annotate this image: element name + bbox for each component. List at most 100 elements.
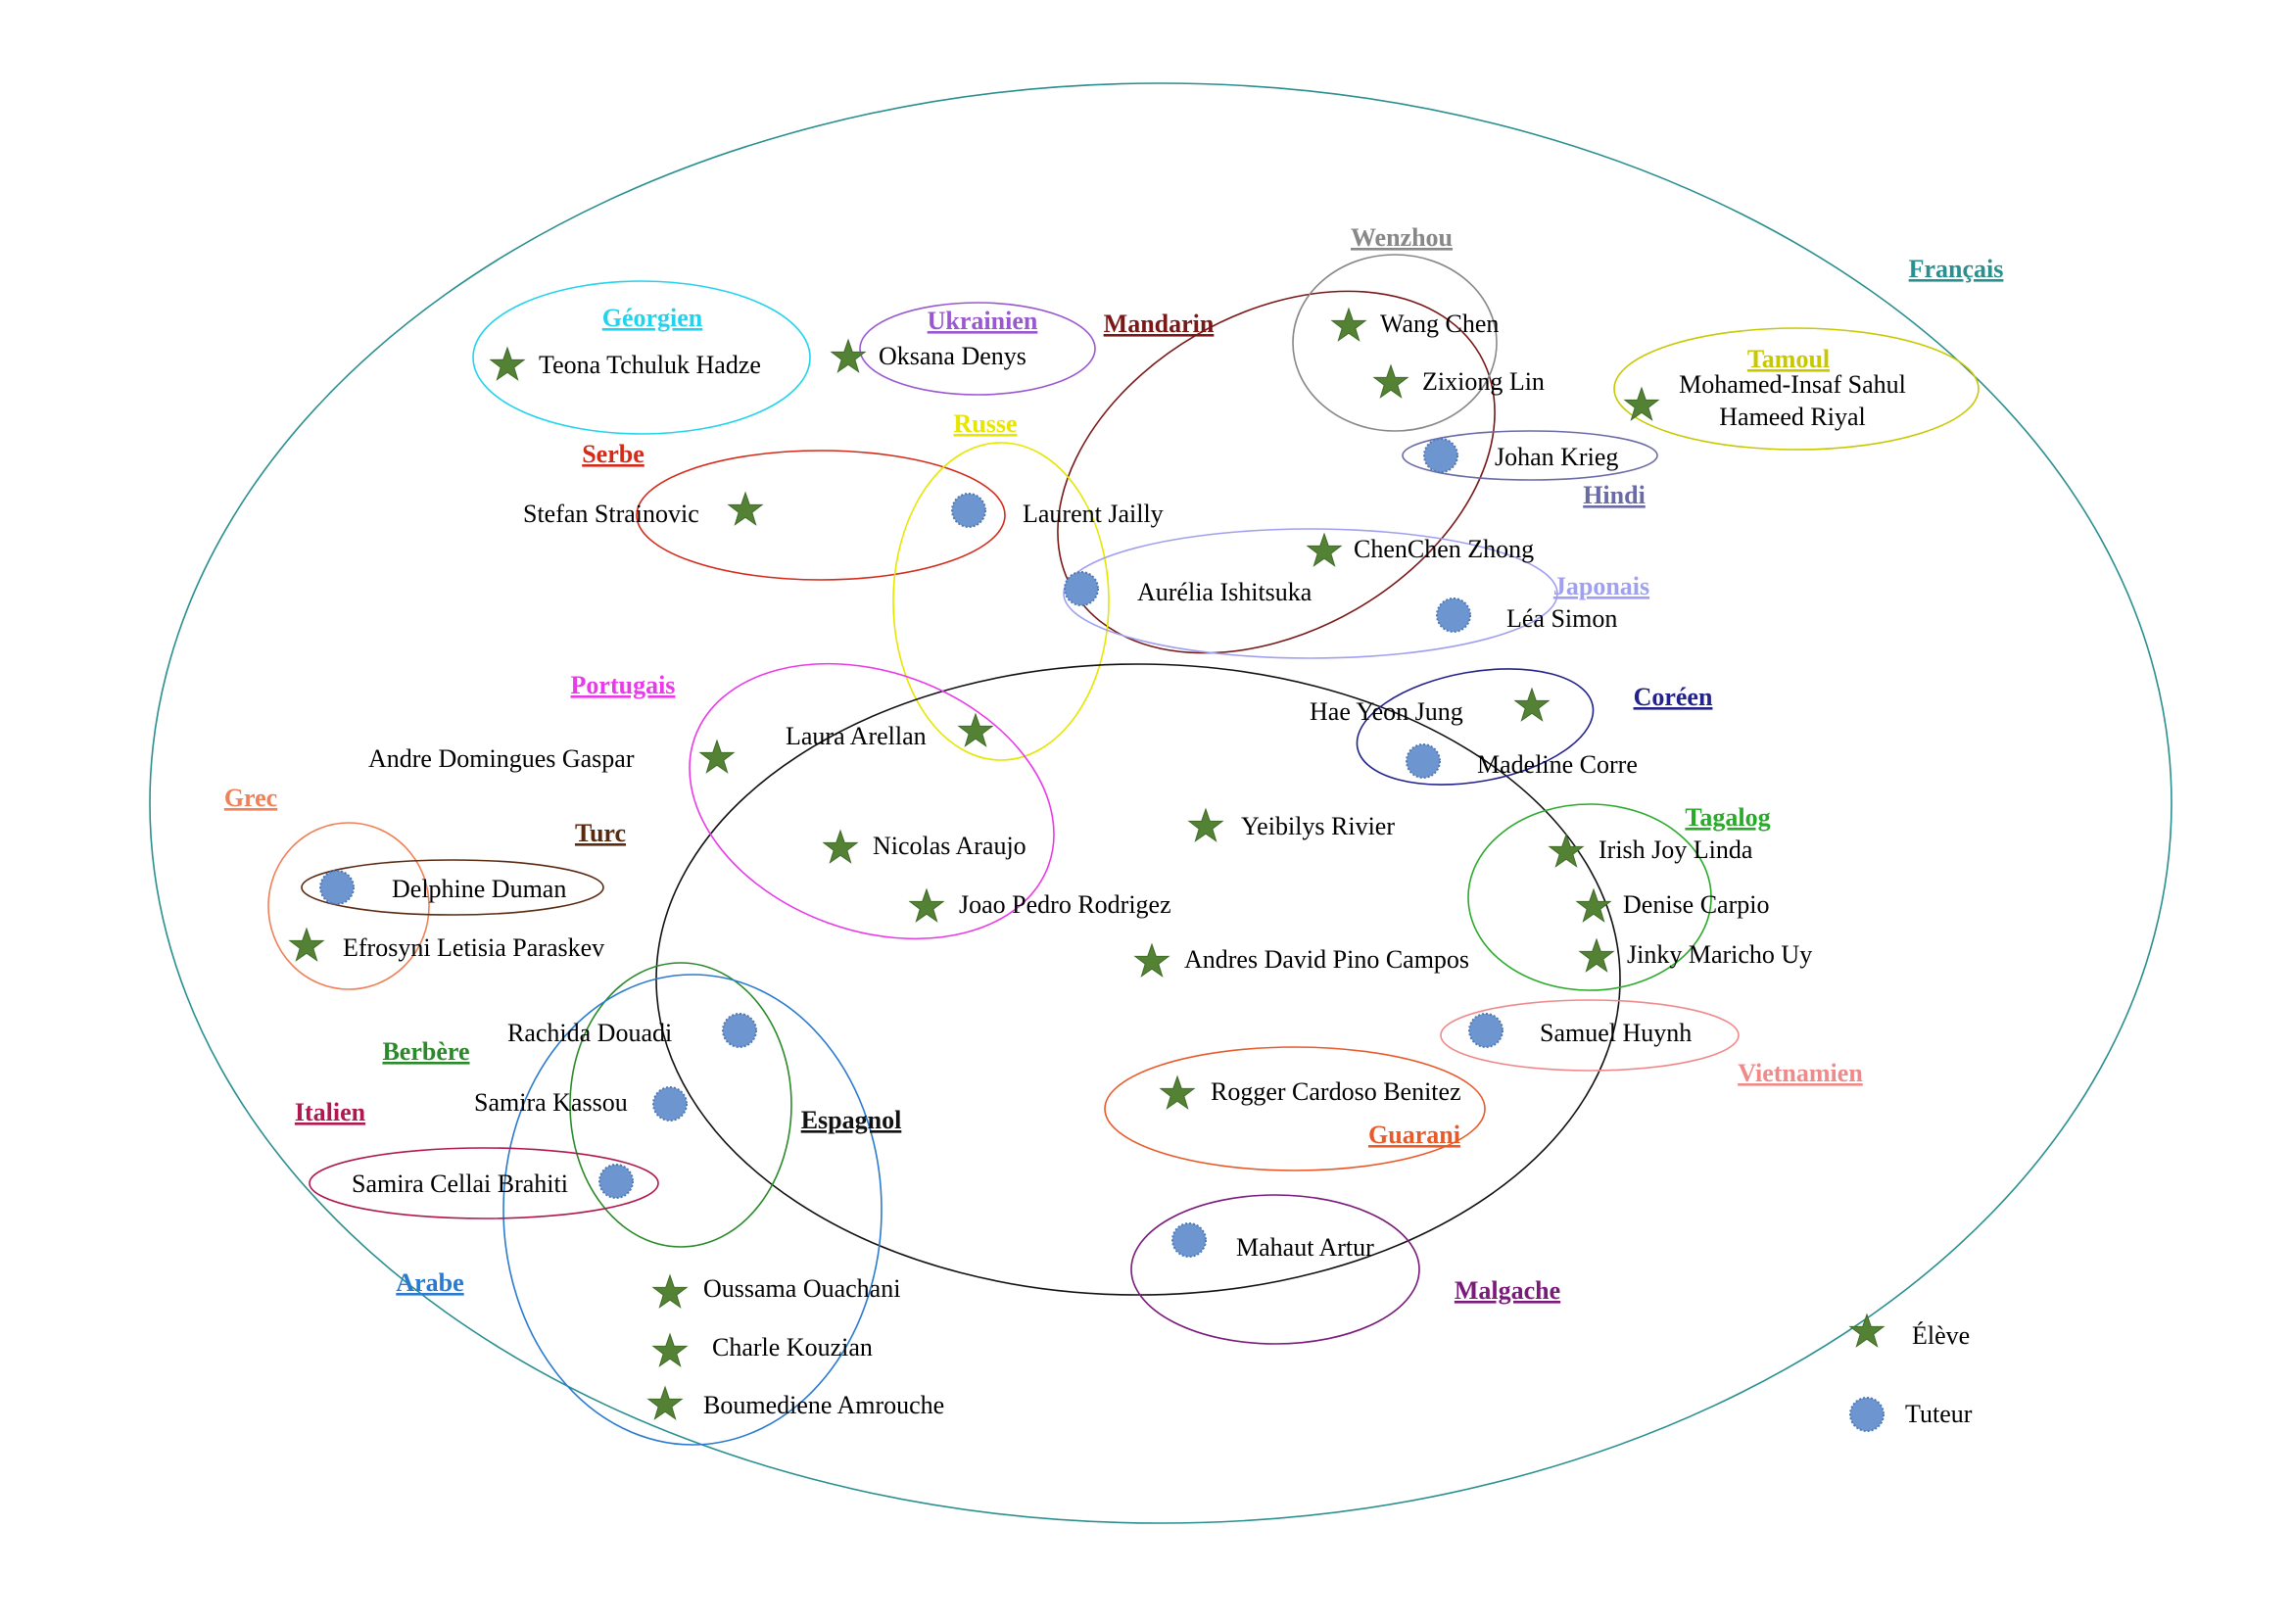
person-name: Zixiong Lin <box>1422 367 1545 396</box>
person-andres-david-pino-campos: Andres David Pino Campos <box>1134 943 1469 978</box>
tuteur-badge-icon <box>1436 597 1471 633</box>
person-name: Hameed Riyal <box>1719 403 1865 431</box>
person-joao-pedro-rodrigez: Joao Pedro Rodrigez <box>909 888 1171 923</box>
person-teona-tchuluk-hadze: Teona Tchuluk Hadze <box>490 347 761 381</box>
eleve-star-icon <box>1849 1314 1885 1348</box>
eleve-star-icon <box>652 1333 688 1367</box>
region-tamoul <box>1613 327 1980 451</box>
eleve-star-icon <box>1549 834 1584 868</box>
person-charle-kouzian: Charle Kouzian <box>652 1333 873 1367</box>
eleve-star-icon <box>490 347 525 381</box>
label-francais: Français <box>1909 255 2004 283</box>
label-serbe: Serbe <box>582 440 644 468</box>
eleve-star-icon <box>909 888 944 923</box>
person-delphine-duman: Delphine Duman <box>319 870 566 905</box>
person-name: Mahaut Artur <box>1236 1233 1374 1262</box>
person-hameed-riyal: Hameed Riyal <box>1719 403 1865 431</box>
person-name: Andre Domingues Gaspar <box>368 744 635 773</box>
person-name: Denise Carpio <box>1623 890 1769 919</box>
person-samuel-huynh: Samuel Huynh <box>1468 1013 1692 1048</box>
eleve-star-icon <box>1373 364 1408 399</box>
person-name: Aurélia Ishitsuka <box>1137 578 1313 606</box>
region-francais <box>149 82 2172 1524</box>
person-name: Rachida Douadi <box>507 1019 672 1047</box>
person-oksana-denys: Oksana Denys <box>831 339 1026 373</box>
person-samira-cellai-brahiti: Samira Cellai Brahiti <box>352 1164 634 1199</box>
eleve-star-icon <box>699 740 735 774</box>
region-guarani <box>1104 1046 1486 1171</box>
person-johan-krieg: Johan Krieg <box>1423 438 1618 473</box>
tuteur-badge-icon <box>1406 743 1441 779</box>
person-name: Samira Kassou <box>474 1088 628 1117</box>
region-vietnamien <box>1440 999 1740 1072</box>
legend-eleve-label: Élève <box>1912 1321 1970 1350</box>
legend-tuteur-label: Tuteur <box>1905 1400 1973 1428</box>
person-mohamed-insaf-sahul: Mohamed-Insaf Sahul <box>1624 370 1906 421</box>
person-mahaut-artur: Mahaut Artur <box>1171 1222 1374 1262</box>
region-coreen <box>1356 668 1595 786</box>
eleve-star-icon <box>1514 688 1550 722</box>
language-regions <box>149 82 2172 1524</box>
tuteur-badge-icon <box>1171 1222 1207 1258</box>
person-stefan-strainovic: Stefan Strainovic <box>523 492 763 528</box>
label-georgien: Géorgien <box>602 304 703 332</box>
label-russe: Russe <box>953 409 1017 438</box>
person-name: Andres David Pino Campos <box>1184 945 1469 974</box>
person-name: Charle Kouzian <box>712 1333 873 1361</box>
tuteur-badge-icon <box>652 1086 688 1122</box>
legend-tuteur: Tuteur <box>1849 1397 1973 1432</box>
person-aurelia-ishitsuka: Aurélia Ishitsuka <box>1064 571 1313 606</box>
eleve-star-icon <box>1188 808 1223 842</box>
people-layer: Teona Tchuluk Hadze Oksana Denys Wang Ch… <box>289 308 1906 1420</box>
eleve-star-icon <box>823 830 858 864</box>
person-name: Oksana Denys <box>879 342 1026 370</box>
person-nicolas-araujo: Nicolas Araujo <box>823 830 1026 864</box>
region-tagalog <box>1467 803 1712 991</box>
label-wenzhou: Wenzhou <box>1351 223 1453 252</box>
label-portugais: Portugais <box>571 671 676 699</box>
person-name: Johan Krieg <box>1495 443 1618 471</box>
region-wenzhou <box>1292 254 1498 432</box>
label-italien: Italien <box>295 1098 366 1126</box>
person-name: Samuel Huynh <box>1540 1019 1692 1047</box>
person-name: Rogger Cardoso Benitez <box>1211 1077 1461 1106</box>
person-yeibilys-rivier: Yeibilys Rivier <box>1188 808 1395 842</box>
person-name: Jinky Maricho Uy <box>1627 940 1812 969</box>
eleve-star-icon <box>647 1386 683 1420</box>
person-andre-domingues-gaspar: Andre Domingues Gaspar <box>368 740 735 774</box>
label-japonais: Japonais <box>1553 572 1649 600</box>
person-name: Oussama Ouachani <box>703 1274 900 1303</box>
person-chenchen-zhong: ChenChen Zhong <box>1307 533 1534 567</box>
person-name: ChenChen Zhong <box>1354 535 1534 563</box>
eleve-star-icon <box>652 1274 688 1309</box>
label-coreen: Coréen <box>1634 683 1713 711</box>
person-rogger-cardoso-benitez: Rogger Cardoso Benitez <box>1160 1075 1461 1110</box>
person-laura-arellan: Laura Arellan <box>786 713 993 750</box>
label-espagnol: Espagnol <box>801 1106 902 1134</box>
eleve-star-icon <box>1624 387 1659 421</box>
eleve-star-icon <box>1331 308 1366 342</box>
region-turc <box>301 859 604 916</box>
person-name: Irish Joy Linda <box>1599 836 1753 864</box>
eleve-star-icon <box>1576 888 1611 923</box>
eleve-star-icon <box>1134 943 1169 978</box>
person-zixiong-lin: Zixiong Lin <box>1373 364 1545 399</box>
tuteur-badge-icon <box>951 493 986 528</box>
person-name: Yeibilys Rivier <box>1241 812 1395 840</box>
region-serbe <box>636 450 1006 581</box>
label-turc: Turc <box>575 819 626 847</box>
person-boumediene-amrouche: Boumediene Amrouche <box>647 1386 944 1420</box>
label-mandarin: Mandarin <box>1104 310 1215 338</box>
region-malgache <box>1130 1194 1420 1345</box>
tuteur-badge-icon <box>1423 438 1458 473</box>
person-irish-joy-linda: Irish Joy Linda <box>1549 834 1753 868</box>
tuteur-badge-icon <box>1849 1397 1885 1432</box>
person-wang-chen: Wang Chen <box>1331 308 1499 342</box>
label-berbere: Berbère <box>382 1037 469 1066</box>
region-ukrainien <box>859 302 1096 396</box>
person-jinky-maricho-uy: Jinky Maricho Uy <box>1579 938 1812 973</box>
eleve-star-icon <box>1307 533 1342 567</box>
label-grec: Grec <box>224 784 277 812</box>
